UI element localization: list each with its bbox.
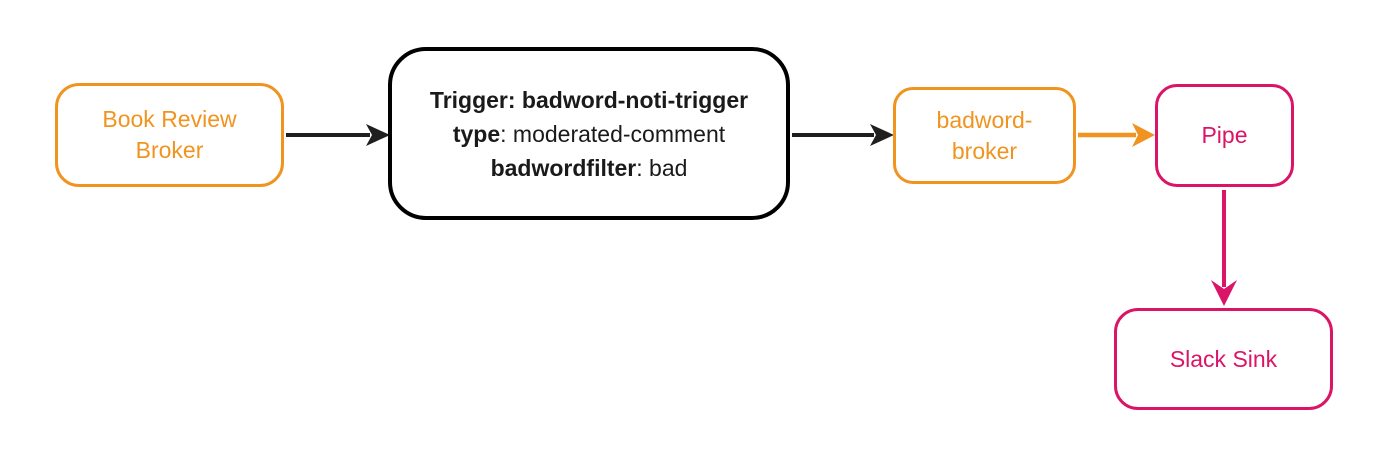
arrow-trigger-to-broker [792, 124, 894, 146]
trigger-line-type: type: moderated-comment [430, 117, 748, 151]
arrow-broker-to-pipe [1078, 123, 1155, 147]
trigger-type-value: : moderated-comment [500, 120, 726, 147]
node-trigger: Trigger: badword-noti-trigger type: mode… [388, 47, 790, 220]
trigger-filter-key: badwordfilter [490, 154, 637, 181]
arrow-head [870, 124, 894, 146]
arrow-broker-to-trigger [286, 124, 390, 146]
node-slack-sink: Slack Sink [1114, 308, 1333, 410]
trigger-line-filter: badwordfilter: bad [430, 151, 748, 185]
arrow-head [1132, 123, 1155, 147]
node-badword-broker: badword-broker [893, 87, 1076, 184]
arrow-pipe-to-slack [1211, 190, 1237, 306]
trigger-label: Trigger: badword-noti-trigger type: mode… [430, 83, 748, 185]
arrow-head [366, 124, 390, 146]
node-book-review-broker: Book Review Broker [55, 83, 284, 187]
trigger-name-bold: Trigger: badword-noti-trigger [429, 86, 749, 113]
node-label: Book Review Broker [102, 106, 237, 163]
node-label: Pipe [1201, 122, 1248, 148]
arrow-head [1211, 280, 1237, 306]
trigger-type-key: type [452, 120, 501, 147]
node-pipe: Pipe [1155, 84, 1294, 187]
trigger-line-name: Trigger: badword-noti-trigger [430, 83, 748, 117]
trigger-filter-value: : bad [636, 154, 688, 181]
node-label: badword-broker [936, 106, 1033, 164]
node-label: Slack Sink [1169, 345, 1278, 372]
